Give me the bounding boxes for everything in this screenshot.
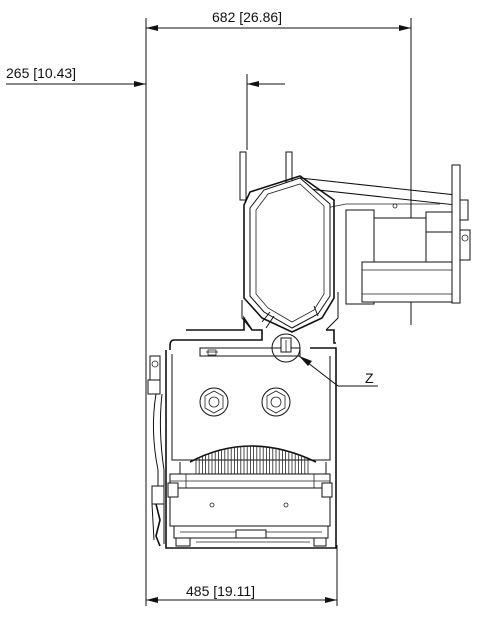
overall-width-label: 682 [26.86] <box>212 9 282 25</box>
offset-label: 265 [10.43] <box>6 65 76 81</box>
lower-tray <box>167 482 333 547</box>
base-width-label: 485 [19.11] <box>186 583 255 599</box>
dimension-overall-width: 682 [26.86] <box>145 9 412 606</box>
dimension-base-width: 485 [19.11] <box>146 545 338 606</box>
side-drive-assembly <box>299 164 471 305</box>
brush-drum <box>169 445 331 489</box>
hopper <box>239 151 339 333</box>
roller-hubs <box>199 387 291 417</box>
dimension-offset: 265 [10.43] <box>6 65 285 150</box>
detail-z-callout: Z <box>271 333 378 387</box>
left-cable-assembly <box>147 355 165 547</box>
detail-z-label: Z <box>365 370 374 386</box>
machine-frame <box>165 315 337 549</box>
